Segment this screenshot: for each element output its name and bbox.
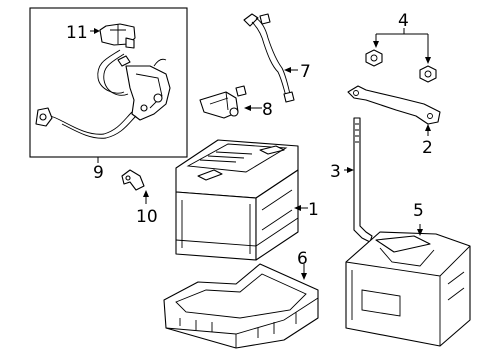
part-3-hold-down-rod bbox=[353, 117, 373, 243]
arrow-10 bbox=[143, 190, 149, 197]
arrow-4b bbox=[425, 57, 431, 64]
callout-10: 10 bbox=[136, 207, 158, 227]
callout-8: 8 bbox=[262, 100, 273, 120]
arrow-7 bbox=[284, 67, 291, 73]
part-6-battery-tray bbox=[163, 263, 319, 349]
part-4-nuts bbox=[365, 49, 437, 83]
arrow-2 bbox=[425, 124, 431, 131]
callout-7: 7 bbox=[300, 62, 311, 82]
part-9-cable-harness bbox=[35, 49, 171, 139]
part-1-battery bbox=[175, 139, 299, 261]
leader-4 bbox=[375, 28, 429, 60]
callout-1: 1 bbox=[308, 200, 319, 220]
callout-5: 5 bbox=[413, 201, 424, 221]
arrow-1 bbox=[294, 205, 301, 211]
part-5-insulator bbox=[345, 231, 471, 347]
arrow-11 bbox=[94, 28, 100, 34]
arrow-4a bbox=[373, 41, 379, 48]
callout-6: 6 bbox=[297, 249, 308, 269]
arrow-3 bbox=[347, 167, 354, 173]
callout-4: 4 bbox=[398, 11, 409, 31]
part-10-bracket bbox=[121, 169, 145, 191]
part-11-terminal-cover bbox=[99, 23, 136, 49]
part-7-ground-cable bbox=[243, 13, 295, 103]
callout-9: 9 bbox=[93, 163, 104, 183]
arrow-6 bbox=[301, 273, 307, 280]
callout-11: 11 bbox=[66, 23, 88, 43]
part-2-hold-down-bar bbox=[347, 85, 441, 125]
arrow-5 bbox=[417, 229, 423, 236]
harness-group-frame bbox=[29, 7, 188, 158]
callout-2: 2 bbox=[422, 138, 433, 158]
arrow-8 bbox=[244, 105, 251, 111]
callout-3: 3 bbox=[330, 162, 341, 182]
part-8-battery-sensor bbox=[199, 85, 247, 119]
